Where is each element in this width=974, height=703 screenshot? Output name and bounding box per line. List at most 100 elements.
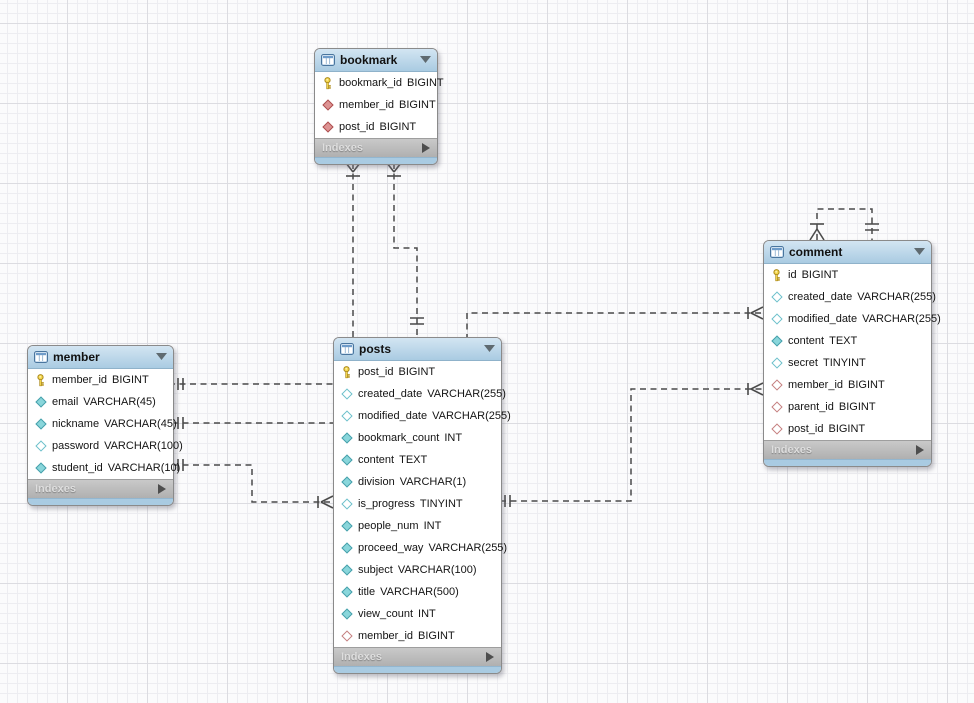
indexes-bar[interactable]: Indexes [334,647,501,666]
column-notnull-icon [340,564,353,577]
relationship-line[interactable] [500,388,763,502]
cardinality-crow-right-marker [750,382,764,396]
column-name: post_id [339,121,375,133]
column-row-post_id[interactable]: post_id BIGINT [315,116,437,138]
column-type: BIGINT [828,423,866,435]
column-nullable-icon [34,440,47,452]
column-type: TEXT [829,335,858,347]
indexes-bar[interactable]: Indexes [28,479,173,498]
relationship-comment-self-parent[interactable] [809,208,879,241]
column-row-content[interactable]: content TEXT [764,330,931,352]
relationship-line[interactable] [172,163,354,385]
table-header[interactable]: comment [764,241,931,264]
relationship-bookmark-to-posts[interactable] [386,162,424,337]
foreign-key-notnull-icon [321,121,334,133]
column-notnull-icon [340,476,353,489]
column-row-bookmark_id[interactable]: bookmark_id BIGINT [315,72,444,94]
indexes-bar[interactable]: Indexes [764,440,931,459]
relationship-bookmark-to-member[interactable] [172,162,361,390]
expand-arrow-icon [916,445,924,455]
column-notnull-icon [34,396,47,409]
column-notnull-icon [340,586,353,598]
cardinality-double-tick-h-marker [865,223,879,231]
column-type: BIGINT [838,401,876,413]
column-nullable-icon [770,291,783,303]
indexes-label: Indexes [35,483,76,495]
table-title: comment [789,245,843,259]
collapse-arrow-icon[interactable] [914,248,925,256]
expand-arrow-icon [486,652,494,662]
column-nullable-icon [770,357,783,369]
column-type: BIGINT [398,366,436,378]
column-type: BIGINT [379,121,417,133]
collapse-arrow-icon[interactable] [420,56,431,64]
indexes-bar[interactable]: Indexes [315,138,437,157]
collapse-arrow-icon[interactable] [156,353,167,361]
relationship-comment-to-posts[interactable] [500,382,764,507]
cardinality-crow-down-marker [809,228,825,241]
column-type: VARCHAR(255) [857,291,936,303]
relationship-line[interactable] [172,464,333,503]
table-header[interactable]: bookmark [315,49,437,72]
column-nullable-icon [770,357,783,370]
foreign-key-nullable-icon [340,630,353,643]
column-type: BIGINT [406,77,444,89]
column-name: id [788,269,797,281]
column-nullable-icon [34,440,47,453]
column-name: subject [358,564,393,576]
primary-key-icon [321,76,334,90]
column-name: proceed_way [358,542,424,554]
table-header[interactable]: posts [334,338,501,361]
relationship-posts-to-member[interactable] [172,459,334,509]
primary-key-icon [340,365,353,379]
relationship-line[interactable] [816,208,873,240]
relationship-line[interactable] [393,163,418,337]
column-name: nickname [52,418,100,430]
column-name: bookmark_id [339,77,402,89]
column-name: content [358,454,395,466]
column-name: content [788,335,825,347]
collapse-arrow-icon[interactable] [484,345,495,353]
column-type: VARCHAR(500) [380,586,459,598]
column-notnull-icon [340,542,353,554]
column-nullable-icon [340,410,353,423]
column-type: VARCHAR(255) [862,313,941,325]
table-icon [321,54,335,66]
column-type: VARCHAR(45) [83,396,156,408]
primary-key-icon [770,268,783,282]
table-header[interactable]: member [28,346,173,369]
column-type: VARCHAR(100) [104,440,183,452]
